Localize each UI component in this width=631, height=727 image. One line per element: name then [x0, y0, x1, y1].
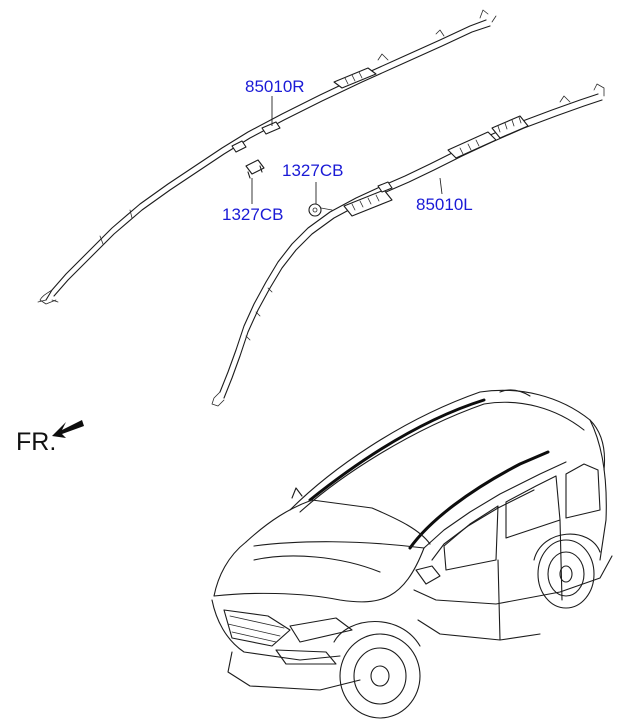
curtain-airbag-right: [37, 9, 497, 305]
part-number-85010r: 85010R: [245, 77, 305, 96]
callout-85010r: 85010R: [245, 77, 305, 126]
curtain-airbag-left: [211, 83, 605, 407]
part-number-1327cb-upper: 1327CB: [282, 161, 343, 180]
clip-part-lower: [308, 203, 333, 217]
vehicle-illustration: [211, 389, 613, 719]
part-number-85010l: 85010L: [416, 195, 473, 214]
callout-1327cb-lower: 1327CB: [222, 178, 283, 224]
part-number-1327cb-lower: 1327CB: [222, 205, 283, 224]
callout-85010l: 85010L: [416, 177, 473, 214]
clip-part-upper: [245, 159, 265, 179]
callout-1327cb-upper: 1327CB: [282, 161, 343, 204]
arrow-down-left-icon: [52, 420, 84, 438]
front-indicator: FR.: [16, 420, 84, 456]
front-indicator-label: FR.: [16, 428, 56, 456]
